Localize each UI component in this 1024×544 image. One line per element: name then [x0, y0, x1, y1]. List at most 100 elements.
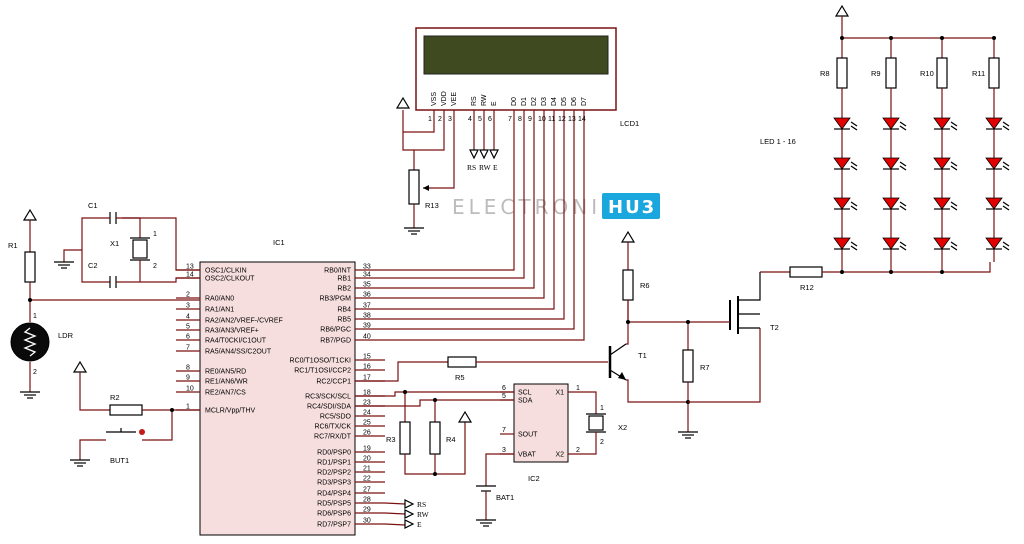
- mcu-pin-num: 17: [363, 375, 371, 382]
- lcd-pin-num: 1: [428, 116, 432, 123]
- mcu-pin-num: 33: [363, 264, 371, 271]
- led-diode-icon: [985, 197, 1010, 211]
- led-column-resistor: [988, 57, 1000, 89]
- lcd-rw-label: RW: [479, 163, 492, 172]
- mcu-pin-name: RE2/AN7/CS: [205, 390, 246, 397]
- rtc-pin-num: 5: [502, 393, 506, 400]
- rtc-pin-num: 6: [502, 385, 506, 392]
- rtc-ref: IC2: [528, 474, 540, 483]
- mcu-pin-num: 20: [363, 456, 371, 463]
- r3-resistor: [399, 421, 411, 455]
- watermark: ELECTRONICS HU3: [452, 193, 660, 219]
- lcd-pin-num: 8: [518, 116, 522, 123]
- led-diode-icon: [882, 157, 907, 171]
- mcu-pin-num: 35: [363, 282, 371, 289]
- lcd-pin-name: D0: [511, 97, 518, 106]
- c1-label: C1: [88, 201, 98, 210]
- lcd-pin-num: 14: [578, 116, 586, 123]
- rtc-pin-num: 3: [502, 447, 506, 454]
- power-arrow-icon: [22, 208, 38, 221]
- lcd-pin-name: D7: [581, 97, 588, 106]
- mcu-pin-name: RE0/AN5/RD: [205, 369, 246, 376]
- mcu-pin-name: RD6/PSP6: [317, 511, 351, 518]
- mcu-pin-num: 8: [186, 365, 190, 372]
- mcu-pin-num: 6: [186, 334, 190, 341]
- ldr-pin1: 1: [33, 313, 37, 320]
- mcu-pin-name: RC7/RX/DT: [314, 434, 352, 441]
- lcd-pin-num: 4: [468, 116, 472, 123]
- r7-label: R7: [700, 363, 710, 372]
- mcu-pin-num: 19: [363, 446, 371, 453]
- r4-resistor: [429, 421, 441, 455]
- rtc-pin-name: VBAT: [518, 452, 536, 459]
- rtc-pin-num: 7: [502, 427, 506, 434]
- lcd-pin-num: 3: [448, 116, 452, 123]
- lcd-pin-name: D4: [551, 97, 558, 106]
- lcd-pin-num: 9: [528, 116, 532, 123]
- mcu-pin-num: 1: [186, 404, 190, 411]
- mcu-body: [199, 261, 356, 536]
- mcu-pin-name: RC3/SCK/SCL: [305, 394, 351, 401]
- mcu-pin-num: 29: [363, 507, 371, 514]
- lcd-pin-num: 7: [508, 116, 512, 123]
- rtc-pin-name: SOUT: [518, 432, 538, 439]
- mcu-pin-name: OSC1/CLKIN: [205, 268, 247, 275]
- r4-label: R4: [446, 435, 456, 444]
- mcu-pin-name: RD0/PSP0: [317, 450, 351, 457]
- r9-label: R9: [871, 69, 881, 78]
- led-diode-icon: [933, 157, 958, 171]
- mcu-pin-name: RA5/AN4/SS/C2OUT: [205, 349, 272, 356]
- but1-label: BUT1: [110, 456, 129, 465]
- power-arrow-icon: [834, 4, 850, 17]
- mcu-pin-name: RA1/AN1: [205, 307, 234, 314]
- rd-rw-label: RW: [417, 510, 430, 519]
- mcu-pin-num: 34: [363, 272, 371, 279]
- oscillator-x1: 1 2 C1 C2 X1: [54, 201, 200, 288]
- mcu-pin-name: RA3/AN3/VREF+: [205, 328, 259, 335]
- mcu-pin-num: 28: [363, 497, 371, 504]
- mcu-pin-num: 21: [363, 466, 371, 473]
- r6-label: R6: [640, 281, 650, 290]
- rtc-pin-name: X2: [555, 452, 564, 459]
- lcd-pin-num: 11: [548, 116, 555, 123]
- rtc-pin-name: SCL: [518, 390, 532, 397]
- ldr-label: LDR: [58, 331, 74, 340]
- r5-label: R5: [455, 373, 465, 382]
- mcu-pin-num: 2: [186, 292, 190, 299]
- mcu-pin-name: RB2: [337, 286, 351, 293]
- t1-label: T1: [638, 351, 647, 360]
- mcu-pin-name: RA2/AN2/VREF-/CVREF: [205, 318, 283, 325]
- lcd-pin-name: D2: [531, 97, 538, 106]
- mcu-pin-name: RC2/CCP1: [316, 379, 351, 386]
- led-diode-icon: [882, 197, 907, 211]
- lcd-pin-name: RS: [471, 96, 478, 106]
- mcu-pin-name: RE1/AN6/WR: [205, 379, 248, 386]
- mcu-pin-name: RB0/INT: [324, 268, 352, 275]
- led-diode-icon: [882, 237, 907, 251]
- lcd-pin-name: VEE: [451, 92, 458, 106]
- ldr-pin2: 2: [33, 369, 37, 376]
- led-column-resistor: [885, 57, 897, 89]
- watermark-badge: [602, 193, 660, 219]
- mcu-pin-name: RD3/PSP3: [317, 480, 351, 487]
- led-columns: [833, 36, 1010, 274]
- led-diode-icon: [985, 157, 1010, 171]
- lcd-pin-num: 5: [478, 116, 482, 123]
- mcu-ref: IC1: [273, 238, 285, 247]
- led-column-resistor: [836, 57, 848, 89]
- r8-label: R8: [820, 69, 830, 78]
- power-arrow-icon: [457, 410, 473, 423]
- lcd-module: VSS1VDD2VEE3RS4RW5E6D07D18D29D310D411D51…: [415, 27, 639, 128]
- mcu-pin-num: 3: [186, 303, 190, 310]
- mcu-pin-num: 18: [363, 390, 371, 397]
- lcd-screen: [423, 35, 609, 75]
- led-diode-icon: [833, 117, 858, 131]
- mcu-pin-name: RD5/PSP5: [317, 501, 351, 508]
- led-matrix: LED 1 - 16 R8 R9 R10 R11: [760, 4, 1010, 274]
- led-column-resistor: [936, 57, 948, 89]
- rtc-pin-name: SDA: [518, 398, 533, 405]
- mcu-pin-name: RC1/T1OSI/CCP2: [294, 368, 351, 375]
- mcu-pin-num: 13: [186, 264, 194, 271]
